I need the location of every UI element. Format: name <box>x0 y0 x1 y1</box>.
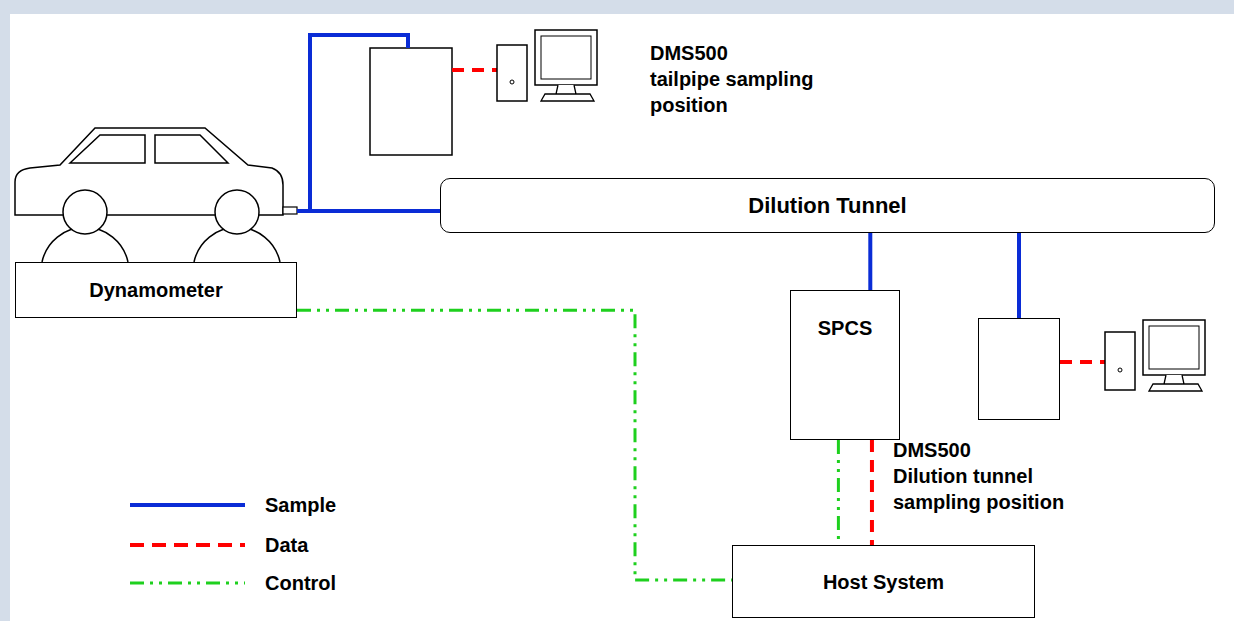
host-box: Host System <box>732 545 1035 618</box>
top-band <box>0 0 1234 14</box>
connector-line <box>1017 233 1021 318</box>
spcs-box: SPCS <box>790 290 900 440</box>
computer-tower <box>1105 332 1135 390</box>
box-subtitle: Dilution tunnel sampling position <box>893 463 1073 515</box>
box-title: Dynamometer <box>89 277 222 303</box>
computer-button <box>1118 368 1122 372</box>
connector-line <box>297 310 732 580</box>
legend-text: Data <box>265 532 308 558</box>
tailpipe <box>283 207 297 214</box>
wheel <box>63 190 107 234</box>
computer-stand <box>1149 375 1202 391</box>
computer-button <box>510 80 514 84</box>
connector-line <box>868 233 872 290</box>
connector-line <box>870 440 874 545</box>
legend-sample <box>130 582 245 585</box>
computer-stand <box>541 85 594 101</box>
box-title: Host System <box>823 569 944 595</box>
data-line <box>452 68 497 72</box>
box-title: SPCS <box>818 315 872 341</box>
tunnel-box: Dilution Tunnel <box>440 178 1215 233</box>
side-band <box>0 0 10 621</box>
sample-line <box>297 209 440 213</box>
connector-line <box>837 440 840 545</box>
legend-text: Sample <box>265 492 336 518</box>
sample-line <box>310 35 408 211</box>
annotation-label: DMS500 <box>650 40 850 66</box>
car-window <box>70 135 145 163</box>
car-window <box>155 135 228 163</box>
analyser-box <box>370 48 452 155</box>
wheel <box>215 190 259 234</box>
computer-monitor <box>1143 320 1205 375</box>
computer-screen <box>1149 326 1199 369</box>
legend-sample <box>130 503 245 507</box>
legend-text: Control <box>265 570 336 596</box>
analyser-box: DMS500Dilution tunnel sampling position <box>978 318 1060 420</box>
annotation-label: tailpipe sampling position <box>650 66 830 118</box>
dynamometer-box: Dynamometer <box>15 262 297 318</box>
box-title: Dilution Tunnel <box>748 193 906 219</box>
box-title: DMS500 <box>893 437 1093 463</box>
computer-tower <box>497 45 527 101</box>
computer-screen <box>541 36 591 79</box>
computer-monitor <box>535 30 597 85</box>
legend-sample <box>130 543 245 547</box>
data-line <box>1060 360 1105 364</box>
